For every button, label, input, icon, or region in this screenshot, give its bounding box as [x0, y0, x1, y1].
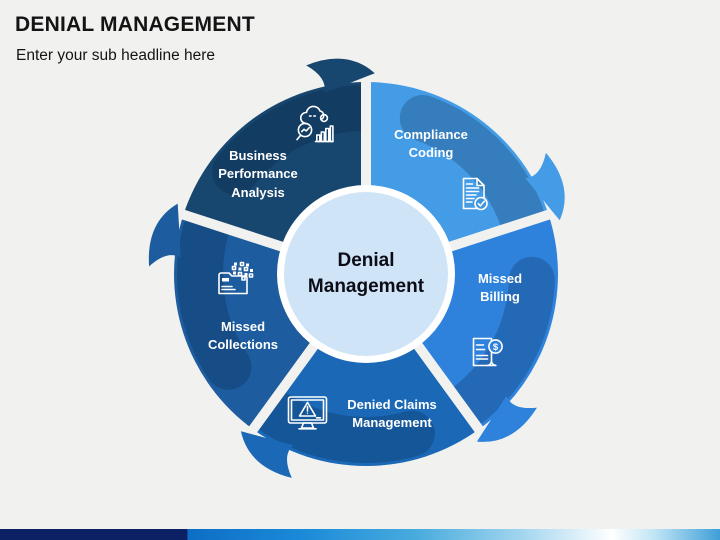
page-title: DENIAL MANAGEMENT [15, 13, 255, 36]
segment-arrow-missed-billing [476, 396, 537, 442]
segment-label-missed-collections: Missed Collections [207, 319, 279, 353]
document-check-icon [462, 177, 488, 211]
segment-shadow [447, 256, 555, 426]
monitor-warning-icon [287, 396, 328, 430]
invoice-dollar-icon: $ [472, 337, 503, 367]
segment-shadow [253, 390, 435, 463]
segment-shadow [177, 214, 252, 390]
cloud-analysis-icon [296, 105, 334, 143]
page-subtitle: Enter your sub headline here [16, 47, 216, 64]
segment-shadow [399, 95, 544, 238]
footer-accent-bar [0, 529, 720, 540]
folder-data-icon [218, 261, 254, 295]
segment-label-denied-claims-management: Denied Claims Management [347, 397, 437, 431]
segment-shadow [212, 85, 366, 195]
segment-arrow-compliance-coding [525, 152, 565, 221]
diagram-center-title: Denial Management [307, 250, 425, 298]
segment-label-business-performance-analysis: Business Performance Analysis [218, 148, 298, 200]
segment-arrow-missed-collections [148, 203, 181, 267]
segment-label-compliance-coding: Compliance Coding [394, 127, 468, 161]
dollar-sign: $ [493, 342, 499, 353]
segment-arrow-business-performance-analysis [306, 58, 375, 93]
segment-wedge-denied-claims-management [253, 274, 479, 467]
segment-label-missed-billing: Missed Billing [477, 271, 523, 305]
center-circle [284, 192, 448, 356]
segment-arrow-denied-claims-management [240, 431, 294, 478]
